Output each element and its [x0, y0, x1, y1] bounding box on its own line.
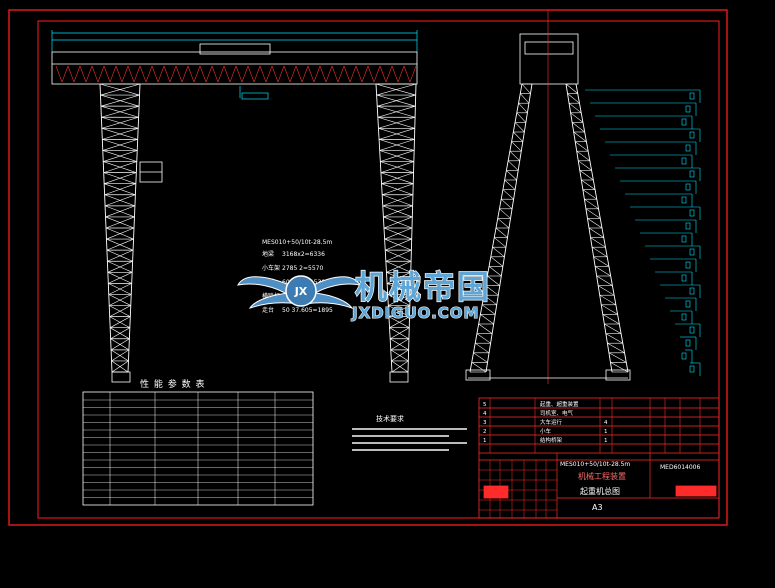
part-no: 5 [483, 402, 487, 408]
side-left-bogie [465, 369, 491, 381]
performance-table-title: 性 能 参 数 表 [140, 378, 205, 390]
trolley [199, 43, 271, 55]
spec-row-value: 50 37.605=1895 [282, 307, 333, 314]
side-right-bogie [605, 369, 631, 381]
part-name: 小车 [540, 427, 552, 435]
titleblock-sheet: A3 [592, 503, 603, 512]
spec-row-label: 小车架 [262, 264, 280, 272]
front-elevation-view [51, 30, 418, 383]
part-name: 起重、超重装置 [540, 400, 579, 408]
titleblock-drawing-no: MED6014006 [660, 464, 700, 471]
part-qty: 1 [604, 429, 608, 435]
technical-requirements: 技术要求 [352, 414, 467, 451]
watermark-title: 机械帝国 [355, 268, 491, 306]
top-dimensions [51, 30, 418, 100]
left-bogie [111, 371, 131, 383]
part-no: 4 [483, 411, 487, 417]
titleblock-model: MES010+50/10t-28.5m [560, 461, 630, 468]
inner-border [37, 20, 720, 519]
tech-requirements-title: 技术要求 [376, 414, 404, 423]
girder-truss-red [55, 65, 417, 83]
spec-row-value: 3168x2=6336 [282, 251, 325, 258]
part-name: 结构桥架 [540, 436, 563, 444]
right-leg-truss [375, 83, 417, 373]
part-no: 1 [483, 438, 487, 444]
side-top-frame [519, 33, 579, 85]
spec-row-label: 地梁 [262, 250, 274, 258]
wing-emblem-icon: JX [237, 275, 362, 310]
part-name: 大车运行 [540, 418, 563, 426]
titleblock-drawing-name: 起重机总图 [580, 486, 620, 496]
spec-row-label: 走台 [262, 306, 274, 314]
side-dimensions [585, 89, 701, 376]
badge-text: JX [294, 285, 308, 298]
watermark-url: JXDIGUO.COM [351, 304, 479, 322]
part-name: 司机室、电气 [540, 409, 574, 417]
right-bogie [389, 371, 409, 383]
side-leg-trusses [469, 83, 629, 373]
watermark: JX 机械帝国 JXDIGUO.COM [237, 267, 491, 323]
part-qty: 4 [604, 420, 608, 426]
titleblock-subtitle: 机械工程装置 [578, 471, 626, 481]
part-no: 2 [483, 429, 487, 435]
main-girder [51, 51, 418, 85]
performance-table: 性 能 参 数 表 [82, 378, 314, 506]
part-no: 3 [483, 420, 487, 426]
spec-row-value: 2785 2=5570 [282, 265, 323, 272]
part-qty: 1 [604, 438, 608, 444]
title-block: MES010+50/10t-28.5m MED6014006 机械工程装置 起重… [478, 397, 720, 519]
outer-border [8, 9, 728, 526]
left-leg-truss [99, 83, 141, 373]
spec-heading: MES010+50/10t-28.5m [262, 239, 332, 246]
side-elevation-view [465, 10, 701, 384]
